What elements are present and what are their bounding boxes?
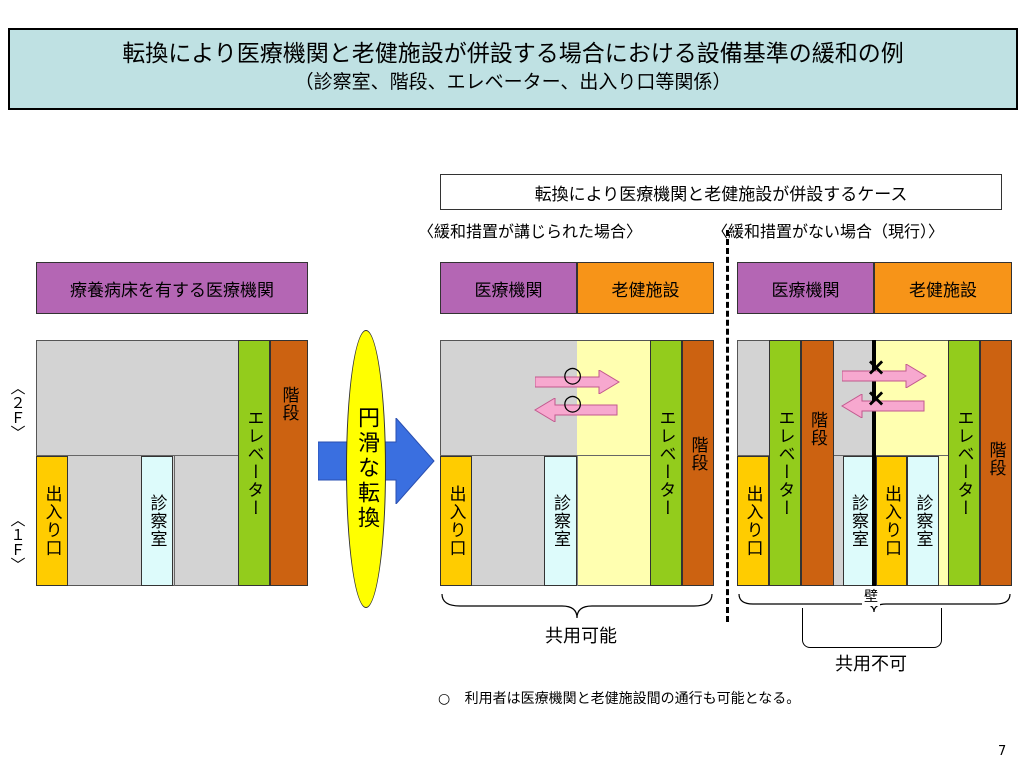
middle-ok-mark-2: ○ bbox=[563, 391, 583, 416]
left-floor-divider bbox=[36, 455, 238, 456]
not-shared-label: 共用不可 bbox=[835, 654, 907, 675]
case-box-label: 転換により医療機関と老健施設が併設するケース bbox=[534, 184, 908, 205]
case-box: 転換により医療機関と老健施設が併設するケース bbox=[440, 174, 1002, 210]
middle-entrance: 出入り口 bbox=[440, 456, 472, 586]
transition-oval bbox=[346, 330, 386, 608]
title-box: 転換により医療機関と老健施設が併設する場合における設備基準の緩和の例 （診察室、… bbox=[8, 28, 1018, 110]
right-medical-label: 医療機関 bbox=[771, 280, 840, 301]
right-entrance-left: 出入り口 bbox=[737, 456, 769, 586]
not-shared-bracket bbox=[802, 608, 942, 648]
right-elevator-right: エレベーター bbox=[948, 340, 980, 586]
middle-medical-header: 医療機関 bbox=[440, 262, 577, 314]
right-entrance-right: 出入り口 bbox=[876, 456, 907, 586]
middle-stairs: 階段 bbox=[682, 340, 714, 586]
right-medical-header: 医療機関 bbox=[737, 262, 874, 314]
right-brace bbox=[738, 593, 1011, 613]
middle-medical-label: 医療機関 bbox=[474, 280, 543, 301]
left-1f-partition bbox=[174, 456, 175, 586]
page-number: 7 bbox=[998, 744, 1007, 759]
shared-label: 共用可能 bbox=[545, 626, 617, 647]
title-line1: 転換により医療機関と老健施設が併設する場合における設備基準の緩和の例 bbox=[122, 41, 904, 67]
middle-ok-mark-1: ○ bbox=[563, 363, 583, 388]
right-elevator-left: エレベーター bbox=[769, 340, 801, 586]
middle-1f-partition bbox=[577, 456, 578, 586]
right-arrow-left bbox=[841, 394, 925, 418]
right-exam-room-left: 診察室 bbox=[843, 456, 874, 586]
wall-label: 壁 bbox=[862, 586, 880, 606]
with-measures-label: 〈緩和措置が講じられた場合〉 bbox=[418, 222, 643, 241]
right-roken-label: 老健施設 bbox=[909, 280, 977, 301]
right-stairs-left: 階段 bbox=[801, 340, 834, 586]
note: ○ 利用者は医療機関と老健施設間の通行も可能となる。 bbox=[438, 688, 800, 708]
right-ng-mark-1: × bbox=[866, 353, 887, 381]
left-1f-label: 〈１Ｆ〉 bbox=[8, 512, 27, 572]
middle-elevator: エレベーター bbox=[650, 340, 682, 586]
middle-roken-label: 老健施設 bbox=[611, 280, 680, 301]
middle-floor-divider bbox=[440, 455, 650, 456]
note-mark: ○ bbox=[438, 691, 451, 707]
right-stairs-right: 階段 bbox=[980, 340, 1012, 586]
dashed-divider bbox=[726, 230, 729, 622]
note-text: 利用者は医療機関と老健施設間の通行も可能となる。 bbox=[464, 691, 801, 707]
right-wall bbox=[872, 340, 876, 594]
right-roken-header: 老健施設 bbox=[874, 262, 1012, 314]
right-floor-divider-right bbox=[875, 455, 948, 456]
without-measures-label: 〈緩和措置がない場合（現行）〉 bbox=[712, 222, 945, 241]
left-entrance: 出入り口 bbox=[36, 456, 68, 586]
left-stairs: 階段 bbox=[270, 340, 308, 586]
middle-arrow-left bbox=[534, 398, 618, 422]
left-header: 療養病床を有する医療機関 bbox=[36, 262, 308, 314]
left-elevator: エレベーター bbox=[238, 340, 270, 586]
middle-brace bbox=[441, 593, 713, 619]
title-line2: （診察室、階段、エレベーター、出入り口等関係） bbox=[294, 71, 732, 93]
left-exam-room: 診察室 bbox=[141, 456, 173, 586]
right-ng-mark-2: × bbox=[866, 384, 887, 412]
transition-label: 円滑な転換 bbox=[354, 405, 379, 531]
left-header-label: 療養病床を有する医療機関 bbox=[70, 280, 274, 301]
middle-arrow-right bbox=[535, 370, 620, 394]
left-2f-label: 〈２Ｆ〉 bbox=[8, 380, 27, 440]
right-arrow-right bbox=[842, 364, 927, 388]
middle-roken-header: 老健施設 bbox=[577, 262, 714, 314]
right-exam-room-right: 診察室 bbox=[907, 456, 939, 586]
middle-exam-room: 診察室 bbox=[544, 456, 577, 586]
